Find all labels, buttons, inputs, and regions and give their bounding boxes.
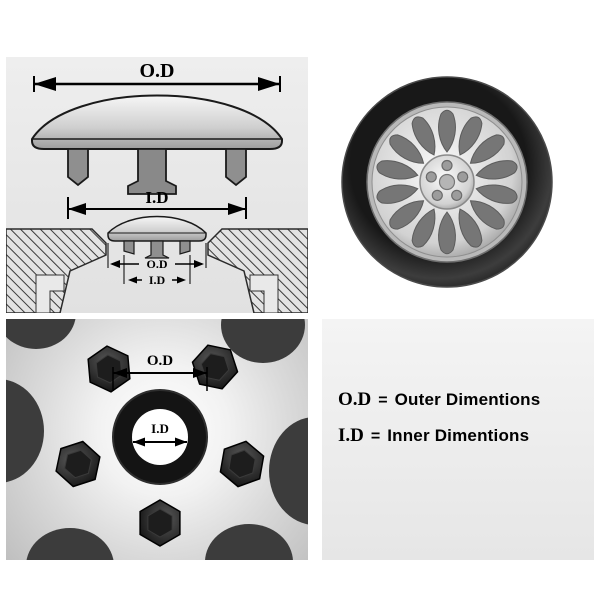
cap-cross-section	[31, 94, 283, 195]
section-id-label: I.D	[149, 273, 166, 287]
hub-closeup-panel: O.D I.D	[6, 319, 308, 560]
section-id-dimension	[123, 255, 191, 284]
cap-dome	[31, 94, 283, 150]
legend-id-definition: Inner Dimentions	[387, 426, 530, 445]
section-od-label: O.D	[147, 257, 168, 271]
od-dimension	[112, 367, 208, 391]
legend-od-row: O.D = Outer Dimentions	[338, 389, 594, 411]
spoke-openings	[6, 319, 308, 560]
rim-right-section	[207, 228, 308, 313]
rim-cross-section: O.D I.D	[6, 215, 308, 313]
cap-dimension-diagram-panel: O.D I.D	[6, 57, 308, 313]
lug-seat-left	[35, 274, 65, 313]
wheel-hub	[419, 154, 475, 210]
legend-id-row: I.D = Inner Dimentions	[338, 425, 594, 447]
cap-diagram-svg: O.D I.D	[6, 60, 308, 313]
legend-id-equals: =	[370, 428, 381, 445]
od-label: O.D	[140, 60, 175, 82]
dimension-legend-panel: O.D = Outer Dimentions I.D = Inner Dimen…	[322, 319, 594, 560]
legend-od-equals: =	[378, 392, 388, 409]
center-bore	[438, 173, 456, 191]
id-dimension	[67, 197, 247, 219]
cap-center-post	[127, 148, 177, 195]
cap-right-clip	[225, 148, 247, 187]
legend-id-term: I.D	[338, 425, 364, 446]
id-label: I.D	[151, 421, 169, 436]
legend-od-definition: Outer Dimentions	[394, 390, 541, 409]
od-dimension	[33, 76, 281, 92]
id-dimension	[133, 437, 187, 447]
od-label: O.D	[147, 353, 173, 369]
id-label: I.D	[145, 188, 168, 207]
alloy-wheel-image-panel	[318, 57, 594, 309]
alloy-wheel-svg	[341, 76, 553, 288]
section-od-dimension	[107, 243, 207, 268]
hub-closeup-svg: O.D I.D	[6, 319, 308, 560]
center-bore	[112, 389, 208, 485]
lug-seat-right	[249, 274, 279, 313]
installed-cap	[107, 215, 207, 259]
legend-od-term: O.D	[338, 389, 372, 410]
cap-left-clip	[67, 148, 89, 187]
rim-left-section	[6, 228, 107, 313]
